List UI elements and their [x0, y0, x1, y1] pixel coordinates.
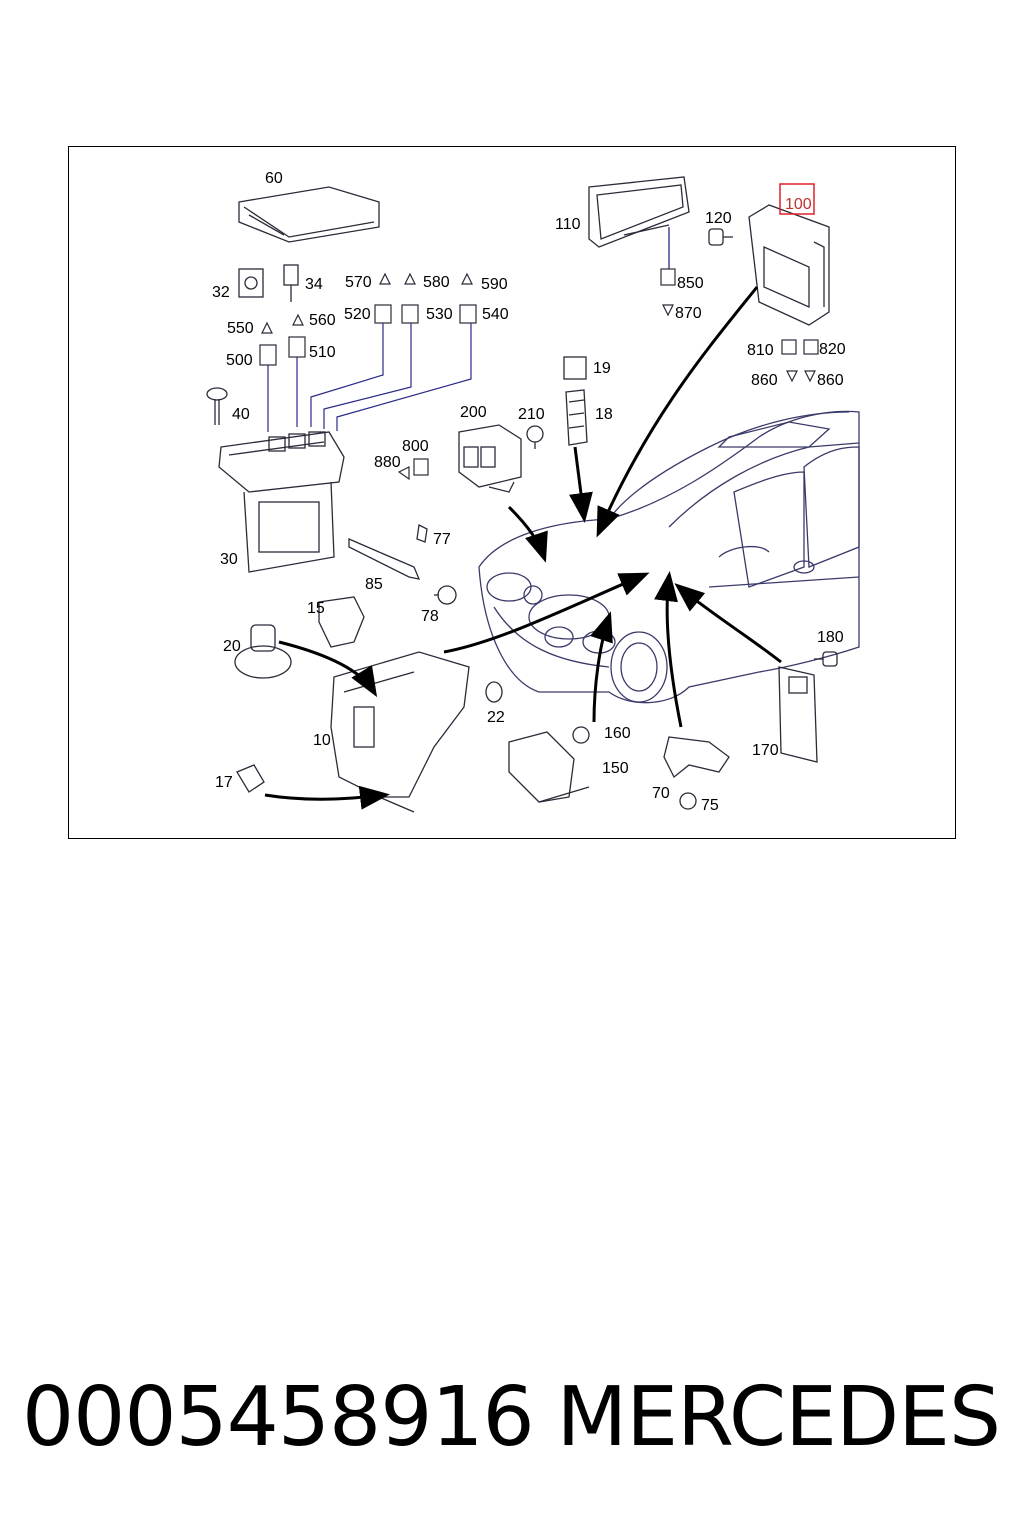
callout-85: 85 [365, 576, 383, 593]
callout-810: 810 [747, 342, 774, 359]
callout-160: 160 [604, 725, 631, 742]
callout-17: 17 [215, 774, 233, 791]
callout-77: 77 [433, 531, 451, 548]
callout-15: 15 [307, 600, 325, 617]
callout-110: 110 [555, 216, 581, 233]
callout-20: 20 [223, 638, 241, 655]
callout-40: 40 [232, 406, 250, 423]
part-150-160 [508, 726, 590, 803]
callout-75: 75 [701, 797, 719, 814]
part-70-75-bracket [663, 736, 730, 810]
callout-120: 120 [705, 210, 732, 227]
brand-name: MERCEDES [556, 1370, 1001, 1465]
part-40-bolt [206, 387, 228, 425]
part-77-85-78 [348, 524, 457, 605]
callout-870: 870 [675, 305, 702, 322]
callout-530: 530 [426, 306, 453, 323]
part-800-880-connector [397, 458, 429, 481]
part-100-module [748, 204, 830, 326]
callout-34: 34 [305, 276, 323, 293]
callout-800: 800 [402, 438, 429, 455]
callout-500: 500 [226, 352, 253, 369]
part-200-relay-module [458, 424, 544, 493]
callout-820: 820 [819, 341, 846, 358]
part-number: 0005458916 [22, 1370, 535, 1465]
callout-580: 580 [423, 274, 450, 291]
callout-880: 880 [374, 454, 401, 471]
callout-10: 10 [313, 732, 331, 749]
highlight-box-100 [779, 183, 815, 215]
callout-170: 170 [752, 742, 779, 759]
callout-32: 32 [212, 284, 230, 301]
callout-210: 210 [518, 406, 545, 423]
part-120-bolt [708, 228, 733, 246]
callout-860-right: 860 [817, 372, 844, 389]
part-60-cover [238, 186, 380, 243]
callout-850: 850 [677, 275, 704, 292]
footer: 0005458916 MERCEDES [0, 1370, 1024, 1470]
connector-leaders [267, 323, 472, 432]
parts-diagram-frame: 60 110 120 100 32 34 570 580 590 850 870… [68, 146, 956, 839]
part-15-20-10-reservoir [234, 596, 503, 813]
part-110-control-unit [588, 176, 690, 248]
callout-200: 200 [460, 404, 487, 421]
callout-550: 550 [227, 320, 254, 337]
callout-860-left: 860 [751, 372, 778, 389]
callout-540: 540 [482, 306, 509, 323]
callout-510: 510 [309, 344, 336, 361]
part-19-18-clips [563, 356, 588, 446]
callout-22: 22 [487, 709, 505, 726]
part-32-34-relays [238, 264, 299, 302]
callout-60: 60 [265, 170, 283, 187]
callout-150: 150 [602, 760, 629, 777]
callout-18: 18 [595, 406, 613, 423]
callout-70: 70 [652, 785, 670, 802]
callout-19: 19 [593, 360, 611, 377]
callout-labels: 60 110 120 100 32 34 570 580 590 850 870… [212, 170, 846, 814]
callout-100: 100 [785, 196, 812, 213]
callout-30: 30 [220, 551, 238, 568]
callout-520: 520 [344, 306, 371, 323]
callout-590: 590 [481, 276, 508, 293]
callout-570: 570 [345, 274, 372, 291]
callout-560: 560 [309, 312, 336, 329]
connectors [259, 268, 819, 383]
assembly-arrows [264, 286, 782, 810]
callout-78: 78 [421, 608, 439, 625]
callout-180: 180 [817, 629, 844, 646]
part-170-180 [778, 651, 838, 763]
part-30-fuse-box [218, 431, 345, 573]
exploded-parts-diagram: 60 110 120 100 32 34 570 580 590 850 870… [206, 170, 860, 814]
